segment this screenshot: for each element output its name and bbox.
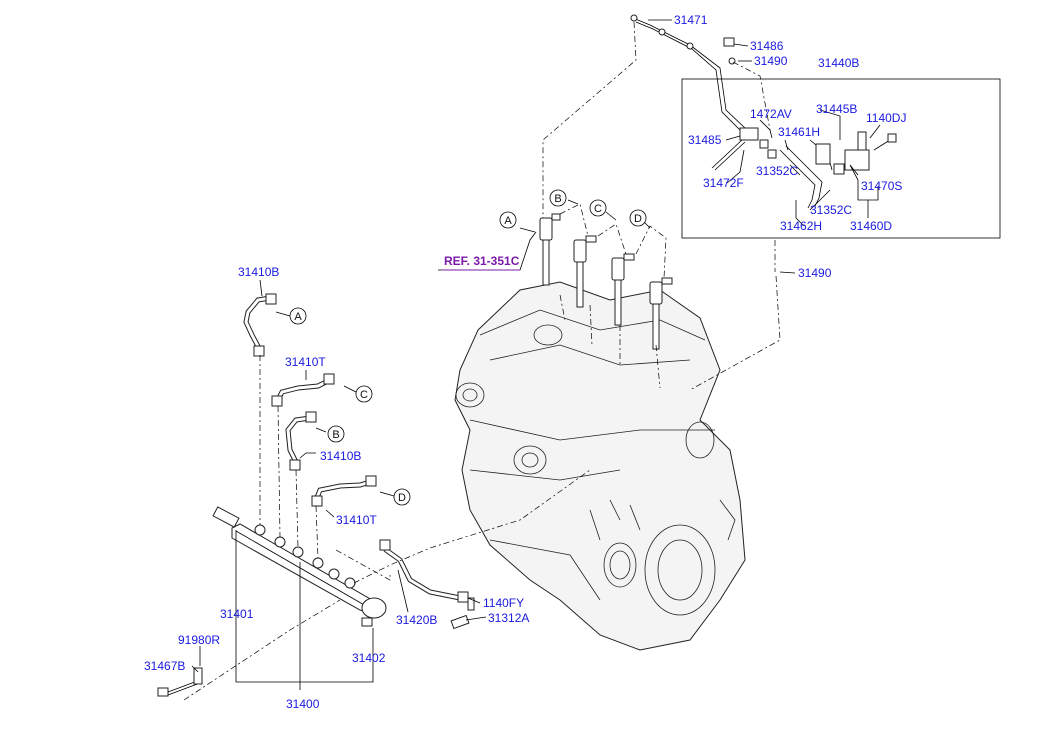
label-31420b[interactable]: 31420B bbox=[396, 613, 437, 627]
label-31490-mid[interactable]: 31490 bbox=[798, 266, 832, 280]
label-31471[interactable]: 31471 bbox=[674, 13, 708, 27]
callout-c-top-label: C bbox=[594, 203, 602, 215]
callout-b-pipe-label: B bbox=[332, 429, 339, 441]
pressure-valve-assembly bbox=[711, 127, 897, 209]
injector-3 bbox=[611, 253, 635, 326]
label-31352c-bottom[interactable]: 31352C bbox=[810, 203, 852, 217]
label-31445b[interactable]: 31445B bbox=[816, 102, 857, 116]
label-31402[interactable]: 31402 bbox=[352, 651, 386, 665]
callout-b-top-label: B bbox=[554, 193, 561, 205]
callout-c-top: C bbox=[589, 199, 607, 217]
label-1140dj[interactable]: 1140DJ bbox=[866, 111, 906, 125]
callout-c-pipe: C bbox=[355, 385, 373, 403]
callout-a-top: A bbox=[499, 211, 517, 229]
label-31462h[interactable]: 31462H bbox=[780, 219, 822, 233]
label-31467b[interactable]: 31467B bbox=[144, 659, 185, 673]
callout-c-pipe-label: C bbox=[360, 389, 368, 401]
pipe-31410t-c bbox=[271, 373, 335, 407]
label-31472f[interactable]: 31472F bbox=[703, 176, 744, 190]
callout-a-top-label: A bbox=[504, 215, 512, 227]
injector-4 bbox=[649, 277, 673, 350]
label-31410t-bottom[interactable]: 31410T bbox=[336, 513, 377, 527]
label-91980r[interactable]: 91980R bbox=[178, 633, 220, 647]
return-hose-assembly bbox=[630, 14, 746, 133]
label-31470s[interactable]: 31470S bbox=[861, 179, 902, 193]
callout-d-top-label: D bbox=[634, 213, 642, 225]
label-31401[interactable]: 31401 bbox=[220, 607, 254, 621]
pipe-31410t-d bbox=[311, 475, 377, 507]
part-labels: 31471 31486 31490 31440B 1472AV 31445B 1… bbox=[144, 13, 906, 711]
label-31485[interactable]: 31485 bbox=[688, 133, 722, 147]
label-1472av[interactable]: 1472AV bbox=[750, 107, 792, 121]
engine-block bbox=[454, 281, 746, 651]
label-31440b[interactable]: 31440B bbox=[818, 56, 859, 70]
pipe-31410b-b bbox=[285, 411, 317, 471]
callout-a-pipe: A bbox=[289, 307, 307, 325]
injector-2 bbox=[573, 235, 597, 308]
label-31312a[interactable]: 31312A bbox=[488, 611, 529, 625]
leader-lines bbox=[191, 19, 881, 690]
bracket-31312a bbox=[450, 597, 475, 630]
callout-b-pipe: B bbox=[327, 425, 345, 443]
label-ref-31-351c[interactable]: REF. 31-351C bbox=[444, 254, 520, 268]
bolt-31467b bbox=[157, 667, 203, 697]
label-31410b-top[interactable]: 31410B bbox=[238, 265, 279, 279]
assembly-box-31440b bbox=[681, 78, 1001, 239]
callout-d-pipe-label: D bbox=[398, 492, 406, 504]
label-31486[interactable]: 31486 bbox=[750, 39, 784, 53]
label-31461h[interactable]: 31461H bbox=[778, 125, 820, 139]
label-31410b-mid[interactable]: 31410B bbox=[320, 449, 361, 463]
pipe-31420b bbox=[379, 539, 469, 603]
label-31352c-top[interactable]: 31352C bbox=[756, 164, 798, 178]
injector-1 bbox=[539, 213, 561, 286]
callout-d-pipe: D bbox=[393, 488, 411, 506]
pipe-31410b-a bbox=[243, 293, 277, 357]
callout-a-pipe-label: A bbox=[294, 311, 302, 323]
label-31400[interactable]: 31400 bbox=[286, 697, 320, 711]
label-31410t-top[interactable]: 31410T bbox=[285, 355, 326, 369]
label-31490-top[interactable]: 31490 bbox=[754, 54, 788, 68]
callout-b-top: B bbox=[549, 189, 567, 207]
label-31460d[interactable]: 31460D bbox=[850, 219, 892, 233]
label-1140fy[interactable]: 1140FY bbox=[483, 596, 524, 610]
callout-d-top: D bbox=[629, 209, 647, 227]
common-rail bbox=[212, 506, 387, 627]
guide-lines bbox=[183, 21, 781, 701]
